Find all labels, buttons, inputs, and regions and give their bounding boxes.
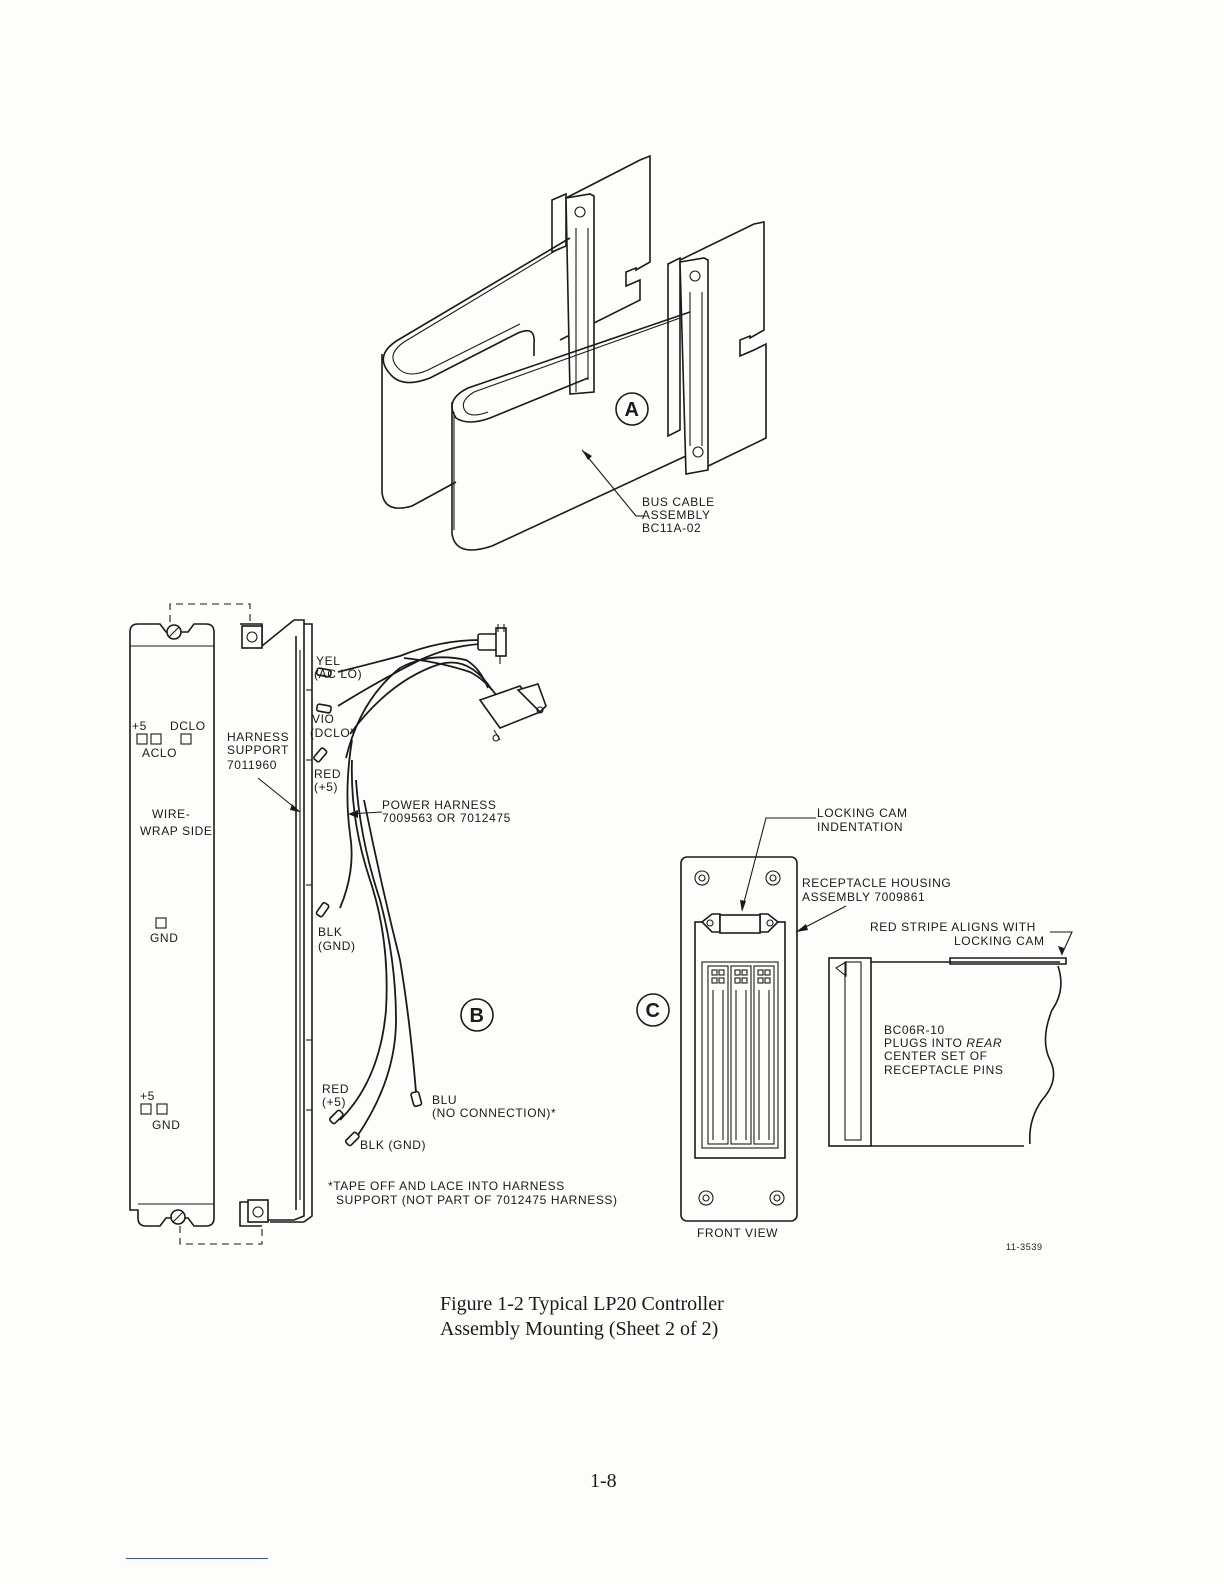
bottom-rule <box>126 1558 268 1559</box>
receptacle-line2: ASSEMBLY 7009861 <box>802 890 925 904</box>
callout-c: C <box>645 1000 660 1022</box>
locking-cam-line1: LOCKING CAM <box>817 806 908 820</box>
pin-plus5-bottom: +5 <box>140 1089 155 1103</box>
caption-line1: Figure 1-2 Typical LP20 Controller <box>440 1293 724 1315</box>
bus-cable-label-line2: ASSEMBLY <box>642 508 711 522</box>
red-top-label-line2: (+5) <box>314 780 338 794</box>
caption-line2: Assembly Mounting (Sheet 2 of 2) <box>440 1318 719 1340</box>
red-stripe-line2: LOCKING CAM <box>954 934 1045 948</box>
front-view-label: FRONT VIEW <box>697 1226 778 1240</box>
power-harness-label-line2: 7009563 OR 7012475 <box>382 811 511 825</box>
receptacle-housing-drawing: C <box>636 806 1073 1240</box>
red-top-label-line1: RED <box>314 767 341 781</box>
bus-cable-assembly-drawing: A BUS CABLE ASSEMBLY BC11A-02 <box>381 154 767 551</box>
bus-cable-label-line3: BC11A-02 <box>642 521 701 535</box>
figure-diagram: A BUS CABLE ASSEMBLY BC11A-02 +5 DCLO AC… <box>129 154 1073 1252</box>
blu-label-line1: BLU <box>432 1093 457 1107</box>
bc06r-line3: CENTER SET OF <box>884 1049 988 1063</box>
pin-plus5-top: +5 <box>132 719 147 733</box>
pin-slot-left <box>707 965 729 1145</box>
harness-connector-small <box>477 624 507 664</box>
bus-cable-label-line1: BUS CABLE <box>642 495 715 509</box>
vio-label-line2: (DCLO) <box>310 726 355 740</box>
pin-gnd-mid: GND <box>150 931 178 945</box>
yel-label-line1: YEL <box>316 654 340 668</box>
blk-top-label-line2: (GND) <box>318 939 356 953</box>
bc06r-line2: PLUGS INTO REAR <box>884 1036 1002 1050</box>
receptacle-line1: RECEPTACLE HOUSING <box>802 876 951 890</box>
pin-slot-center <box>730 965 752 1145</box>
bc06r-line1: BC06R-10 <box>884 1023 945 1037</box>
footnote-line1: *TAPE OFF AND LACE INTO HARNESS <box>328 1179 565 1193</box>
power-harness-drawing: +5 DCLO ACLO WIRE- WRAP SIDE GND +5 GND … <box>129 603 618 1245</box>
harness-support-line2: SUPPORT <box>227 743 289 757</box>
blk-top-label-line1: BLK <box>318 925 342 939</box>
footnote-line2: SUPPORT (NOT PART OF 7012475 HARNESS) <box>336 1193 618 1207</box>
red-bottom-label-line1: RED <box>322 1082 349 1096</box>
bc06r-rear: REAR <box>966 1036 1002 1050</box>
yel-label-line2: (AC LO) <box>314 667 362 681</box>
figure-caption: Figure 1-2 Typical LP20 Controller Assem… <box>440 1292 860 1342</box>
harness-support-line1: HARNESS <box>227 730 289 744</box>
vio-label-line1: VIO <box>312 712 334 726</box>
red-stripe-line1: RED STRIPE ALIGNS WITH <box>870 920 1036 934</box>
wire-wrap-line2: WRAP SIDE <box>140 824 213 838</box>
harness-connector-large <box>478 683 547 742</box>
blu-label-line2: (NO CONNECTION)* <box>432 1106 556 1120</box>
wire-wrap-line1: WIRE- <box>152 807 190 821</box>
drawing-number: 11-3539 <box>1006 1242 1043 1252</box>
pin-gnd-bottom: GND <box>152 1118 180 1132</box>
callout-a: A <box>624 399 639 421</box>
page-number: 1-8 <box>590 1470 617 1492</box>
bc06r-line4: RECEPTACLE PINS <box>884 1063 1003 1077</box>
power-harness-label-line1: POWER HARNESS <box>382 798 496 812</box>
callout-b: B <box>469 1005 484 1027</box>
pin-slot-right <box>753 965 775 1145</box>
bc06r-plugs-into: PLUGS INTO <box>884 1036 962 1050</box>
red-bottom-label-line2: (+5) <box>322 1095 346 1109</box>
pin-aclo: ACLO <box>142 746 177 760</box>
pin-dclo: DCLO <box>170 719 206 733</box>
locking-cam-line2: INDENTATION <box>817 820 903 834</box>
blk-bottom-label: BLK (GND) <box>360 1138 426 1152</box>
harness-support-line3: 7011960 <box>227 758 277 772</box>
